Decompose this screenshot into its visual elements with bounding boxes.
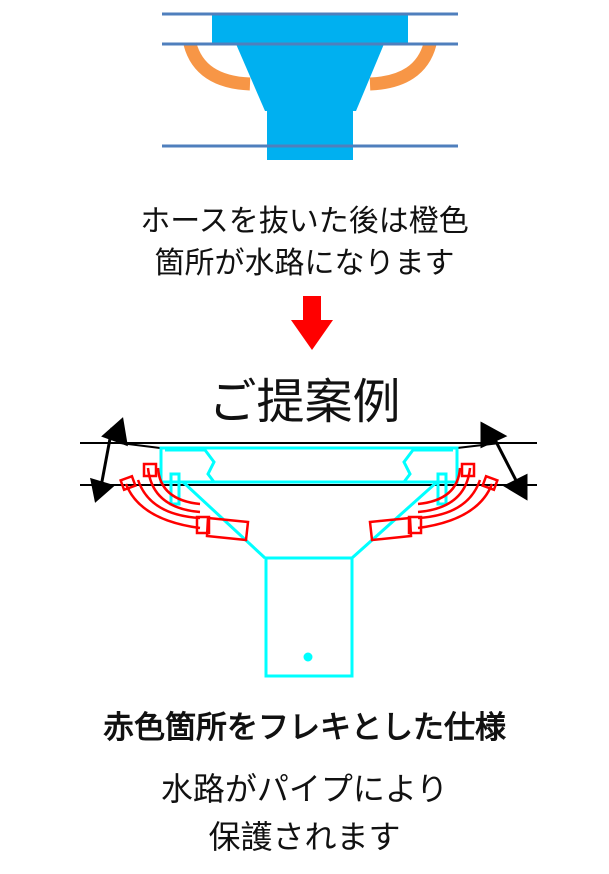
spec-title: 赤色箇所をフレキとした仕様 (103, 710, 506, 746)
dimension-arrow-left (90, 417, 128, 503)
caption-before-line2: 箇所が水路になります (154, 246, 455, 281)
caption-after-line2: 保護されます (208, 818, 401, 856)
cyan-outlet-body (159, 446, 459, 678)
caption-after-line1: 水路がパイプにより (160, 770, 449, 808)
proposal-diagram (80, 417, 537, 678)
down-arrow-icon (291, 296, 333, 350)
red-flex-hose-right (368, 462, 499, 542)
orange-hose-right (369, 42, 437, 91)
red-flex-hose-left (119, 462, 250, 542)
proposal-title: ご提案例 (208, 374, 401, 430)
dimension-arrow-right (480, 421, 528, 501)
orange-hose-left (183, 42, 251, 91)
current-setup-diagram (162, 12, 458, 160)
blue-funnel (236, 44, 384, 111)
caption-before-line1: ホースを抜いた後は橙色 (140, 204, 469, 239)
blue-pipe (267, 110, 353, 160)
blue-flange (212, 14, 408, 44)
